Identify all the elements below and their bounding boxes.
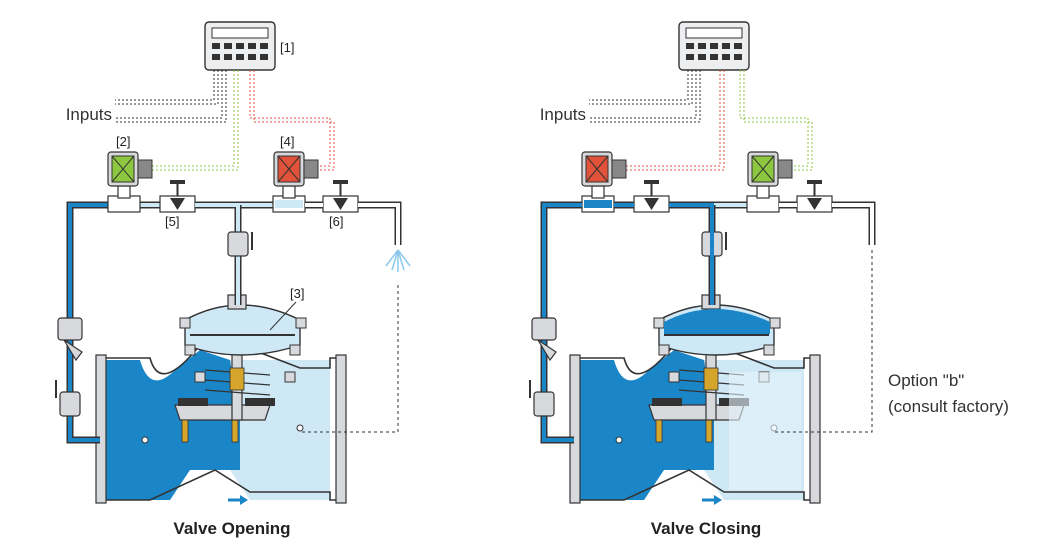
spray-icon (385, 249, 411, 272)
callout-1: [1] (280, 40, 294, 55)
option-label: Option "b" (888, 371, 964, 390)
callout-5: [5] (165, 214, 179, 229)
callout-6: [6] (329, 214, 343, 229)
panel-valve-opening: Inputs [1] [2] [3] [4] [5] [6] Valve Ope… (56, 22, 411, 538)
inputs-label: Inputs (540, 105, 586, 124)
panel-valve-closing: Inputs Option "b" (consult factory) Valv… (530, 22, 1009, 538)
inputs-label: Inputs (66, 105, 112, 124)
solenoid-icon (107, 151, 153, 187)
callout-3: [3] (290, 286, 304, 301)
callout-2: [2] (116, 134, 130, 149)
caption-opening: Valve Opening (173, 519, 290, 538)
caption-closing: Valve Closing (651, 519, 762, 538)
callout-4: [4] (280, 134, 294, 149)
option-note: (consult factory) (888, 397, 1009, 416)
